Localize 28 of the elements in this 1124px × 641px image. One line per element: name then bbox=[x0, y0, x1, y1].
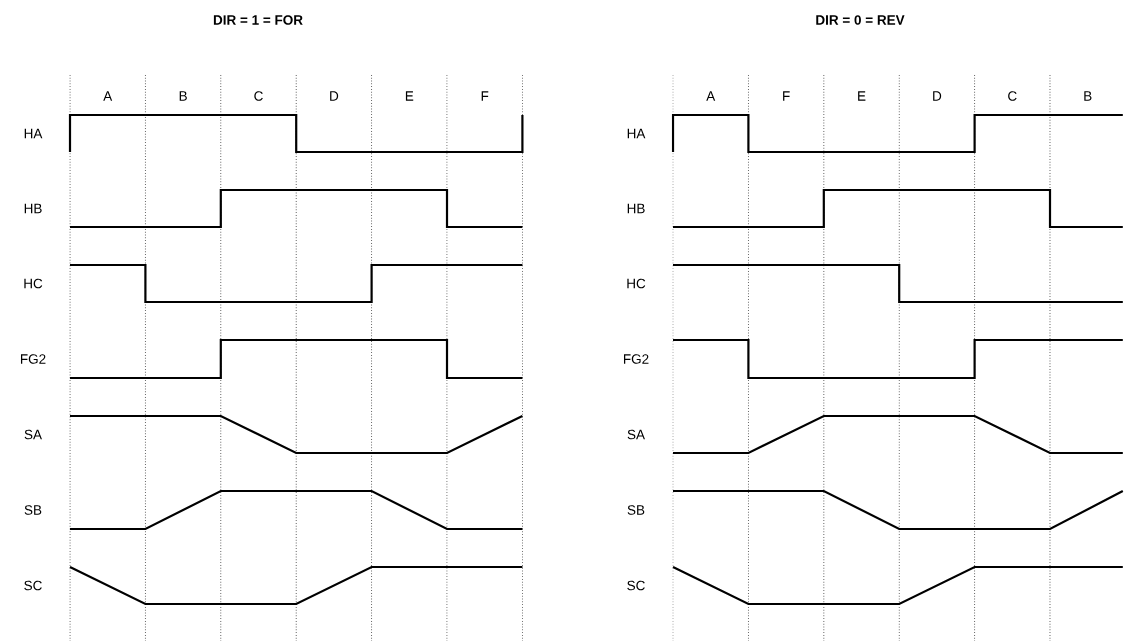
signal-label: SB bbox=[627, 505, 645, 515]
signal-label: SA bbox=[627, 429, 645, 440]
phase-label: B bbox=[179, 91, 187, 101]
signal-label: HC bbox=[24, 278, 43, 289]
phase-label: C bbox=[254, 91, 263, 101]
signal-label: FG2 bbox=[21, 354, 46, 364]
phase-label: E bbox=[858, 91, 866, 101]
signal-label: HB bbox=[627, 203, 645, 214]
phase-label: E bbox=[405, 91, 414, 101]
phase-label: F bbox=[783, 91, 790, 101]
signal-label: SC bbox=[627, 580, 645, 591]
signal-label: SB bbox=[24, 505, 42, 515]
phase-label: A bbox=[103, 91, 113, 101]
signal-label: HC bbox=[627, 278, 646, 289]
phase-label: D bbox=[933, 91, 942, 101]
phase-label: C bbox=[1008, 91, 1017, 101]
phase-label: D bbox=[330, 91, 339, 101]
signal-label: SC bbox=[24, 580, 42, 591]
panel-title: DIR = 1 = FOR bbox=[213, 15, 303, 25]
signal-label: FG2 bbox=[624, 354, 649, 364]
signal-label: SA bbox=[24, 429, 42, 440]
signal-label: HA bbox=[24, 128, 43, 139]
panel-title: DIR = 0 = REV bbox=[816, 15, 905, 25]
signal-label: HB bbox=[24, 203, 42, 214]
phase-label: F bbox=[481, 91, 489, 101]
phase-label: A bbox=[706, 91, 716, 101]
signal-label: HA bbox=[627, 128, 646, 139]
phase-label: B bbox=[1084, 91, 1092, 101]
